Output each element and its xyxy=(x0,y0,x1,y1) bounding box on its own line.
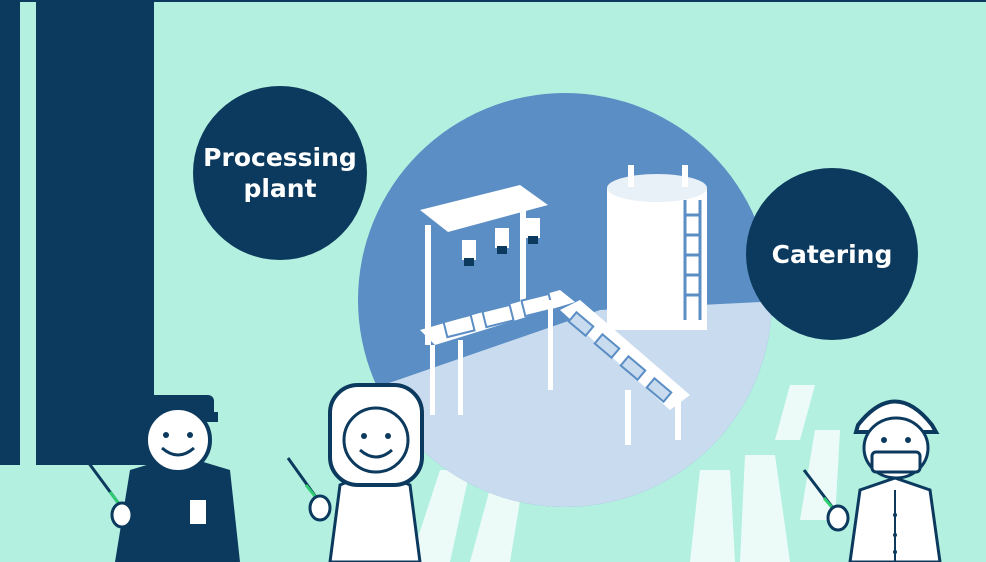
dispenser-nozzles xyxy=(464,236,538,266)
worker-mask xyxy=(802,399,942,562)
storage-tank xyxy=(607,188,707,330)
tank-ladder xyxy=(683,200,702,320)
floor-stripes xyxy=(410,385,840,562)
processing-plant-label: Processing plant xyxy=(203,143,357,203)
tray-conveyor xyxy=(420,290,575,345)
catering-label: Catering xyxy=(771,239,893,269)
scene-circle xyxy=(358,93,772,507)
processing-plant-bubble: Processing plant xyxy=(193,86,367,260)
left-bar-wide xyxy=(36,0,154,465)
catering-bubble: Catering xyxy=(746,168,918,340)
dispenser-gantry xyxy=(420,185,548,345)
slope-trays xyxy=(567,310,673,404)
top-border xyxy=(0,0,986,2)
worker-navy xyxy=(86,395,240,562)
worker-hood xyxy=(286,383,424,562)
left-bar-thin xyxy=(0,0,20,465)
